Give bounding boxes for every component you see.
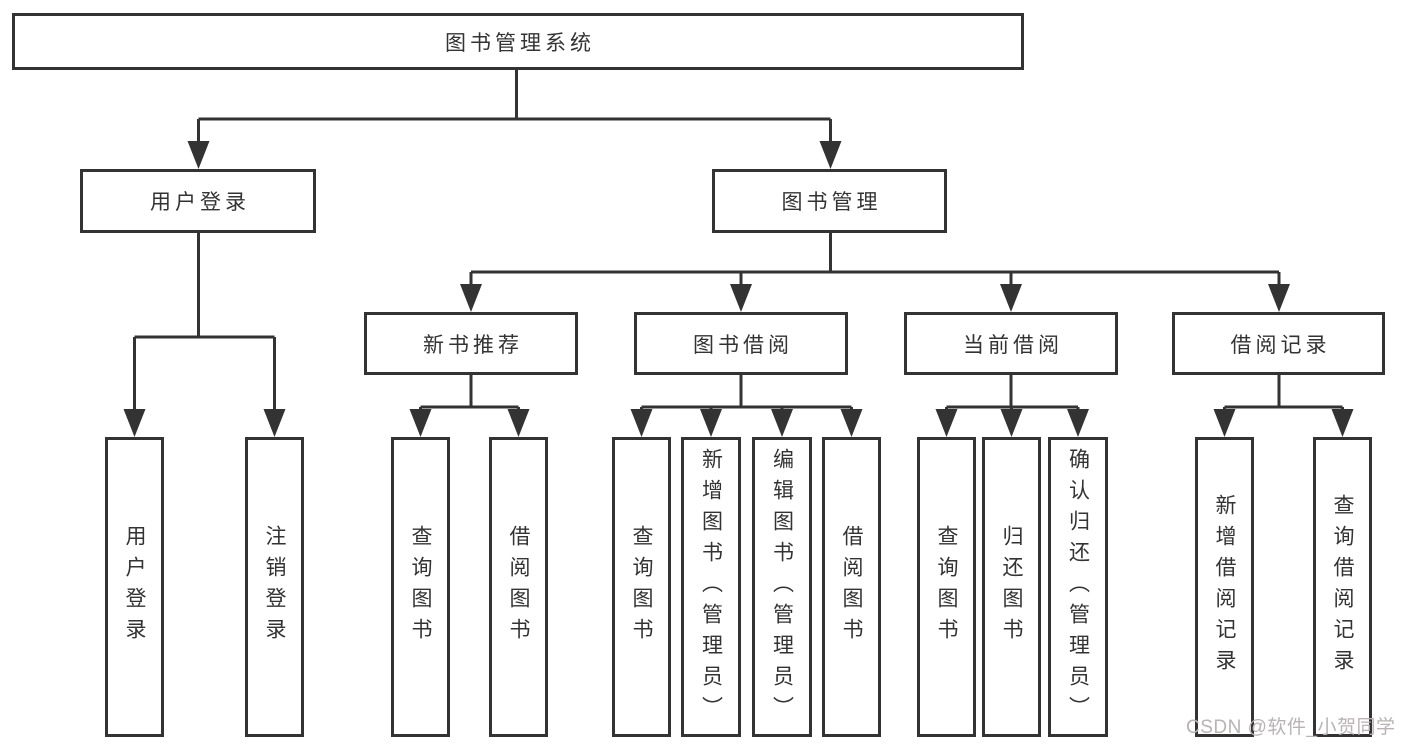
leaf-user-login: 用户登录 bbox=[105, 437, 164, 737]
arrow-down-icon bbox=[840, 409, 863, 437]
connector bbox=[133, 233, 276, 411]
leaf-borrow-books: 借阅图书 bbox=[489, 437, 548, 737]
arrow-down-icon bbox=[1268, 284, 1290, 312]
connector bbox=[197, 69, 832, 143]
leaf-query-borrow-record: 查询借阅记录 bbox=[1313, 437, 1372, 737]
node-book-management: 图书管理 bbox=[712, 169, 947, 233]
leaf-add-borrow-record: 新增借阅记录 bbox=[1195, 437, 1254, 737]
arrow-down-icon bbox=[935, 409, 958, 437]
connector bbox=[945, 375, 1080, 412]
arrow-down-icon bbox=[1213, 409, 1236, 437]
arrow-down-icon bbox=[409, 409, 432, 437]
node-user-login: 用户登录 bbox=[80, 169, 316, 233]
csdn-watermark: CSDN @软件_小贺同学 bbox=[1186, 717, 1396, 738]
leaf-confirm-return-admin: 确认归还（管理员） bbox=[1048, 437, 1108, 737]
leaf-borrow-books: 借阅图书 bbox=[822, 437, 881, 737]
arrow-down-icon bbox=[1000, 409, 1023, 437]
leaf-add-books-admin: 新增图书（管理员） bbox=[681, 437, 741, 737]
leaf-query-books: 查询图书 bbox=[917, 437, 976, 737]
leaf-return-books: 归还图书 bbox=[982, 437, 1041, 737]
node-book-management-system: 图书管理系统 bbox=[12, 13, 1024, 70]
arrow-down-icon bbox=[1067, 409, 1089, 437]
leaf-edit-books-admin: 编辑图书（管理员） bbox=[752, 437, 812, 737]
connector bbox=[1223, 375, 1344, 412]
arrow-down-icon bbox=[507, 409, 530, 437]
arrow-down-icon bbox=[730, 284, 752, 312]
node-borrowing-records: 借阅记录 bbox=[1172, 312, 1385, 375]
arrow-down-icon bbox=[187, 141, 210, 169]
leaf-query-books: 查询图书 bbox=[391, 437, 450, 737]
connector bbox=[469, 233, 1281, 286]
node-book-borrowing: 图书借阅 bbox=[634, 312, 848, 375]
arrow-down-icon bbox=[263, 409, 286, 437]
arrow-down-icon bbox=[1000, 284, 1022, 312]
connector bbox=[640, 375, 853, 412]
arrow-down-icon bbox=[1331, 409, 1354, 437]
node-current-borrowing: 当前借阅 bbox=[904, 312, 1118, 375]
leaf-query-books: 查询图书 bbox=[612, 437, 671, 737]
node-new-book-recommendation: 新书推荐 bbox=[364, 312, 578, 375]
leaf-logout: 注销登录 bbox=[245, 437, 304, 737]
connector bbox=[419, 375, 520, 412]
arrow-down-icon bbox=[700, 409, 722, 437]
arrow-down-icon bbox=[819, 141, 842, 169]
arrow-down-icon bbox=[123, 409, 146, 437]
arrow-down-icon bbox=[460, 284, 482, 312]
arrow-down-icon bbox=[630, 409, 653, 437]
arrow-down-icon bbox=[771, 409, 793, 437]
